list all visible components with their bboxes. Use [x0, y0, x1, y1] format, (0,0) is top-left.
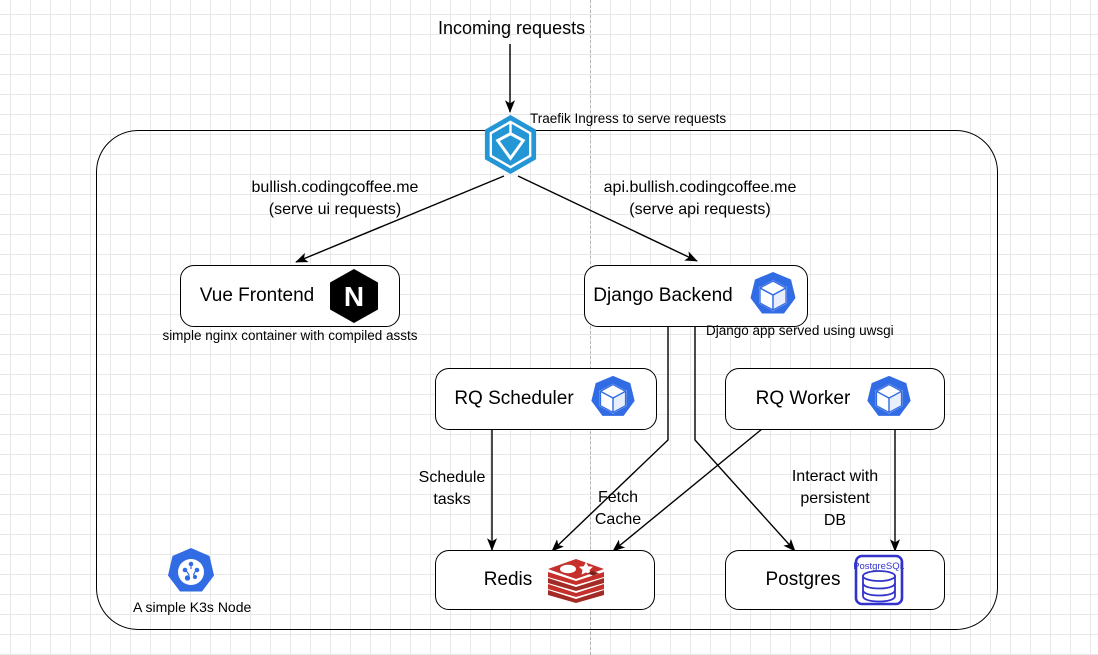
node-django-backend[interactable]: Django Backend [584, 265, 808, 327]
node-django-backend-label: Django Backend [593, 285, 733, 306]
edge-label-schedule-tasks: Schedule tasks [418, 469, 486, 508]
node-postgres[interactable]: Postgres PostgreSQL [725, 550, 945, 610]
redis-icon [546, 557, 606, 603]
node-vue-frontend-label: Vue Frontend [199, 285, 315, 306]
svg-text:PostgreSQL: PostgreSQL [854, 561, 904, 572]
edge-label-api-route: api.bullish.codingcoffee.me (serve api r… [603, 179, 797, 218]
node-vue-frontend[interactable]: Vue Frontend N [180, 265, 400, 327]
node-postgres-label: Postgres [765, 569, 841, 590]
edge-label-ui-route: bullish.codingcoffee.me (serve ui reques… [251, 179, 419, 218]
edge-label-fetch-cache: Fetch Cache [594, 489, 642, 528]
svg-text:N: N [344, 281, 364, 312]
k3s-node-icon [164, 546, 218, 600]
postgresql-icon: PostgreSQL [854, 554, 904, 606]
page-title: Incoming requests [438, 18, 586, 38]
traefik-ingress-annotation: Traefik Ingress to serve requests [530, 111, 727, 126]
k3s-node-caption: A simple K3s Node [133, 599, 252, 615]
traefik-icon [479, 113, 542, 176]
kubernetes-pod-icon [747, 270, 799, 322]
node-redis-label: Redis [483, 569, 533, 590]
caption-django-backend: Django app served using uwsgi [706, 323, 894, 338]
k3s-cluster-boundary [96, 130, 998, 630]
node-rq-scheduler[interactable]: RQ Scheduler [435, 368, 657, 430]
kubernetes-pod-icon [588, 374, 638, 424]
nginx-icon: N [328, 268, 380, 324]
node-rq-worker-label: RQ Worker [755, 388, 851, 409]
node-redis[interactable]: Redis [435, 550, 655, 610]
node-rq-worker[interactable]: RQ Worker [725, 368, 945, 430]
edge-label-persist-db: Interact with persistent DB [791, 468, 879, 529]
node-rq-scheduler-label: RQ Scheduler [454, 388, 574, 409]
kubernetes-pod-icon [864, 374, 914, 424]
caption-vue-frontend: simple nginx container with compiled ass… [162, 328, 418, 343]
